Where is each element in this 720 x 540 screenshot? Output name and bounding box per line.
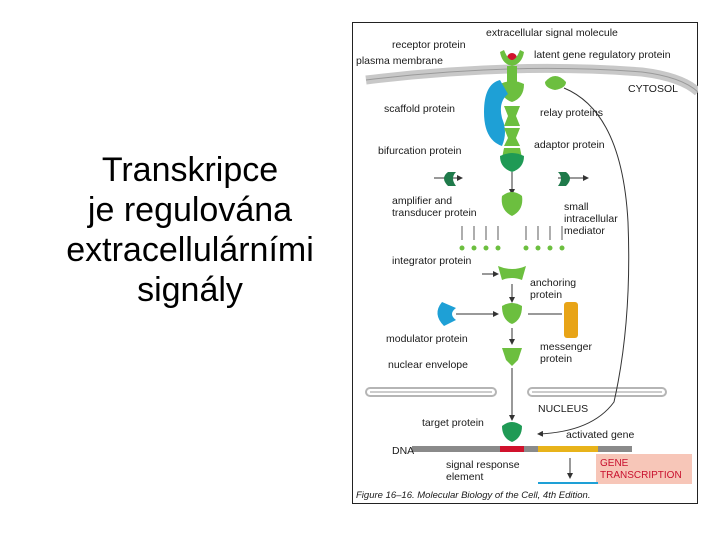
bifurcation-branches — [434, 172, 589, 186]
label-integrator-protein: integrator protein — [392, 255, 472, 267]
latent-gene-regulatory-protein-shape — [545, 76, 566, 90]
small-mediators — [459, 226, 565, 251]
signaling-pathway-figure: extracellular signal molecule receptor p… — [352, 22, 698, 504]
label-anchoring-line-1: anchoring — [530, 277, 576, 289]
integrator-protein-shape — [498, 266, 526, 280]
label-activated-gene: activated gene — [566, 429, 634, 441]
amplifier-protein-shape — [501, 192, 523, 216]
messenger-protein-shape — [502, 348, 522, 366]
label-messenger-line-1: messenger — [540, 341, 592, 353]
title-line-2: je regulována — [87, 191, 293, 229]
title-line-1: Transkripce — [101, 151, 279, 189]
label-small-line-1: small — [564, 201, 589, 213]
label-signal-response-line-2: element — [446, 471, 483, 483]
label-scaffold-protein: scaffold protein — [384, 103, 455, 115]
receptor-protein-shape — [500, 50, 524, 102]
label-dna: DNA — [392, 445, 414, 457]
gene-transcription-box — [596, 454, 692, 484]
label-gene-line-1: GENE — [600, 458, 629, 469]
modulator-protein-shape — [437, 302, 456, 326]
label-amplifier-line-2: transducer protein — [392, 207, 477, 219]
label-nuclear-envelope: nuclear envelope — [388, 359, 468, 371]
label-target-protein: target protein — [422, 417, 484, 429]
anchoring-protein-shape — [564, 302, 578, 338]
label-small-line-3: mediator — [564, 225, 605, 237]
label-nucleus: NUCLEUS — [538, 403, 588, 415]
figure-border — [352, 22, 698, 504]
label-modulator-protein: modulator protein — [386, 333, 468, 345]
label-cytosol: CYTOSOL — [628, 83, 678, 95]
label-signal-response-line-1: signal response — [446, 459, 520, 471]
latent-protein-pathway-arrow — [537, 87, 630, 437]
label-latent-gene-regulatory-protein: latent gene regulatory protein — [534, 49, 671, 61]
label-relay-proteins: relay proteins — [540, 107, 603, 119]
bifurcation-protein-shape — [500, 153, 524, 172]
label-adaptor-protein: adaptor protein — [534, 139, 605, 151]
relay-proteins-shape — [504, 106, 520, 146]
label-gene-line-2: TRANSCRIPTION — [600, 470, 682, 481]
transcript-line — [538, 482, 598, 484]
label-small-line-2: intracellular — [564, 213, 618, 225]
signaling-diagram: extracellular signal molecule receptor p… — [352, 22, 698, 504]
label-messenger-line-2: protein — [540, 353, 572, 365]
label-receptor-protein: receptor protein — [392, 39, 466, 51]
dna-strand — [412, 446, 632, 452]
scaffold-protein-shape — [484, 80, 508, 146]
label-anchoring-line-2: protein — [530, 289, 562, 301]
label-plasma-membrane: plasma membrane — [356, 55, 443, 67]
slide-title: Transkripce je regulována extracellulárn… — [30, 150, 350, 310]
label-bifurcation-protein: bifurcation protein — [378, 145, 462, 157]
label-extracellular-signal-molecule: extracellular signal molecule — [486, 27, 618, 39]
title-line-3: extracellulárními — [66, 231, 314, 269]
label-amplifier-line-1: amplifier and — [392, 195, 452, 207]
title-line-4: signály — [137, 271, 243, 309]
figure-caption: Figure 16–16. Molecular Biology of the C… — [356, 490, 590, 501]
target-protein-shape — [502, 422, 522, 442]
